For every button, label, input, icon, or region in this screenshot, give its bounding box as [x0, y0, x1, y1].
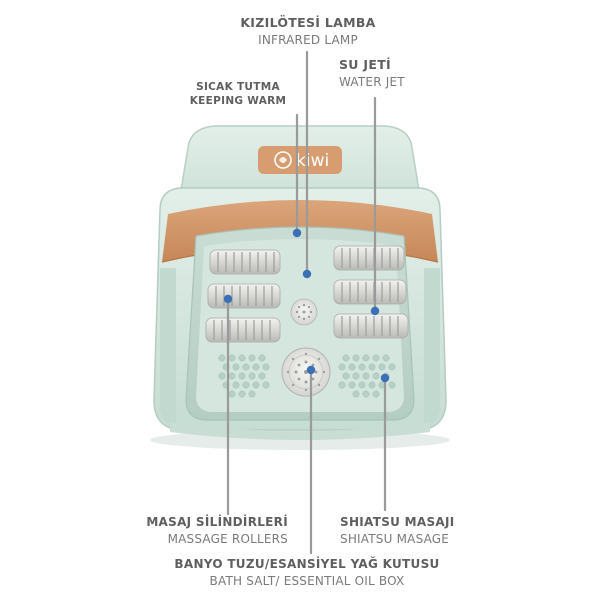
logo-text: kiwi [296, 151, 329, 171]
label-infrared: KIZILÖTESİ LAMBA INFRARED LAMP [240, 15, 375, 47]
dot-waterjet [370, 306, 380, 316]
roller [205, 317, 281, 343]
roller [333, 279, 407, 305]
massage-rollers-right [333, 245, 409, 339]
label-shiatsu-en: SHIATSU MASAGE [340, 532, 449, 546]
left-side-panel [160, 268, 176, 428]
pointer-dots [223, 228, 390, 383]
label-rollers-en: MASSAGE ROLLERS [168, 532, 288, 546]
label-rollers: MASAJ SİLİNDİRLERİ MASSAGE ROLLERS [146, 514, 288, 546]
label-warm-tr: SICAK TUTMA [196, 81, 280, 93]
label-infrared-en: INFRARED LAMP [258, 33, 358, 47]
dot-shiatsu [380, 373, 390, 383]
kiwi-logo: kiwi [258, 146, 342, 174]
dot-warm [292, 228, 302, 238]
front-lip [170, 422, 430, 440]
salt-oil-box [281, 347, 331, 397]
dot-saltbox [306, 365, 316, 375]
label-warm-en: KEEPING WARM [190, 95, 287, 107]
dot-infrared [302, 269, 312, 279]
label-shiatsu: SHIATSU MASAJI SHIATSU MASAGE [340, 515, 455, 546]
shiatsu-bumps-right [338, 354, 396, 398]
label-waterjet-tr: SU JETİ [339, 57, 391, 72]
label-rollers-tr: MASAJ SİLİNDİRLERİ [146, 514, 288, 529]
foot-spa-device: kiwi [150, 125, 450, 450]
water-jet-nozzle [290, 298, 318, 326]
roller [333, 245, 405, 271]
label-waterjet-en: WATER JET [339, 75, 405, 89]
label-warm: SICAK TUTMA KEEPING WARM [190, 81, 287, 107]
roller [209, 249, 281, 275]
right-side-panel [424, 268, 440, 428]
label-infrared-tr: KIZILÖTESİ LAMBA [240, 15, 375, 30]
dot-rollers [223, 294, 233, 304]
label-saltbox-tr: BANYO TUZU/ESANSİYEL YAĞ KUTUSU [174, 556, 439, 571]
massage-rollers-left [205, 249, 281, 343]
callout-lines [226, 50, 387, 555]
label-shiatsu-tr: SHIATSU MASAJI [340, 515, 455, 529]
label-saltbox: BANYO TUZU/ESANSİYEL YAĞ KUTUSU BATH SAL… [174, 556, 439, 588]
roller [207, 283, 281, 309]
label-saltbox-en: BATH SALT/ ESSENTIAL OIL BOX [210, 574, 405, 588]
roller [333, 313, 409, 339]
label-waterjet: SU JETİ WATER JET [339, 57, 405, 89]
